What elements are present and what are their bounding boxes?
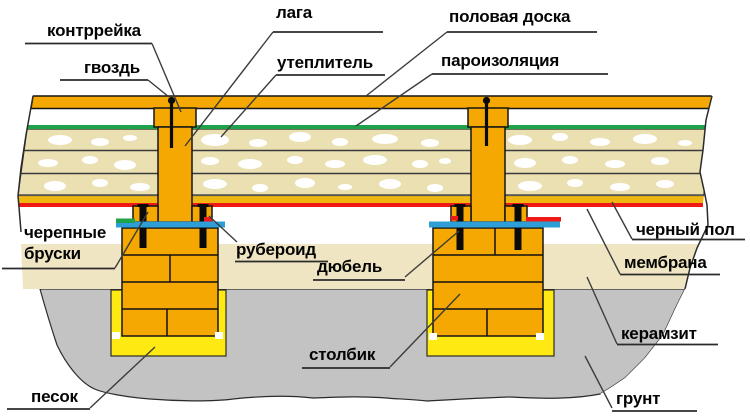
floor-board xyxy=(30,95,713,110)
felt-red-marks xyxy=(204,216,561,222)
label-dowel: дюбель xyxy=(317,257,383,276)
left-edge-whiteout xyxy=(0,94,33,244)
joist-left xyxy=(157,126,193,223)
label-membrane: мембрана xyxy=(624,253,707,272)
leader-lines xyxy=(89,31,633,409)
nail-head-left xyxy=(167,96,176,105)
label-vapor-barrier: пароизоляция xyxy=(441,51,560,70)
vapor-barrier-line xyxy=(28,125,707,129)
right-edge-whiteout xyxy=(600,94,750,394)
label-roofing-felt: рубероид xyxy=(236,240,316,259)
left-torn-edge xyxy=(17,95,34,233)
felt-green-mark xyxy=(116,218,135,223)
subfloor-board xyxy=(18,195,704,203)
insulation-blobs xyxy=(38,132,692,192)
counter-batten-left xyxy=(153,107,197,128)
label-sand: песок xyxy=(31,387,78,406)
label-floor-board: половая доска xyxy=(449,7,571,26)
insulation-layer xyxy=(17,128,708,196)
label-insulation: утеплитель xyxy=(277,53,373,72)
label-counter-batten: контррейка xyxy=(47,21,141,40)
label-pillar: столбик xyxy=(309,345,376,364)
label-joist: лага xyxy=(276,3,312,22)
insulation-dividers xyxy=(21,149,705,175)
label-nail: гвоздь xyxy=(84,58,140,77)
label-subfloor: черный пол xyxy=(636,220,735,239)
nails xyxy=(167,96,491,148)
right-torn-edge xyxy=(684,95,713,290)
brick-joints xyxy=(122,228,543,336)
label-ground: грунт xyxy=(616,389,661,408)
label-expanded-clay: керамзит xyxy=(621,324,697,343)
nail-head-right xyxy=(482,96,491,105)
label-underlines xyxy=(2,31,745,412)
label-cranial-bars: черепные бруски xyxy=(24,223,107,263)
roofing-felt-lines xyxy=(116,221,560,228)
membrane-red-line xyxy=(18,203,703,207)
cranial-bars xyxy=(132,205,528,223)
pillar-foot-notches xyxy=(112,332,544,340)
